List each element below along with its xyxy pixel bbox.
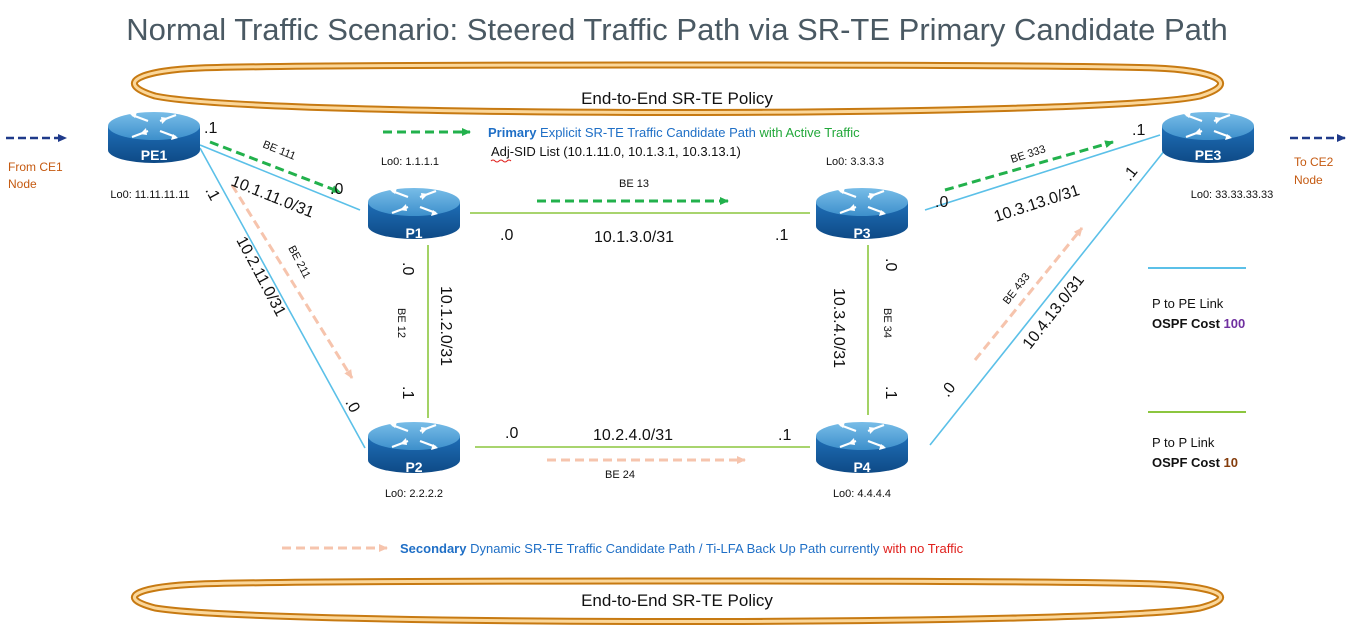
router-p1-loopback: Lo0: 1.1.1.1 bbox=[381, 156, 439, 168]
p4-pe3-end-b: .1 bbox=[1120, 163, 1142, 184]
legend-p-cost-value: 10 bbox=[1224, 455, 1238, 470]
legend-p-cost-label: OSPF Cost bbox=[1152, 455, 1224, 470]
link-pe1-p1 bbox=[199, 144, 361, 211]
p3-pe3-end-a: .0 bbox=[935, 194, 948, 211]
policy-label-top: End-to-End SR-TE Policy bbox=[581, 89, 773, 108]
primary-path-arrows bbox=[209, 140, 1114, 205]
router-p3-loopback: Lo0: 3.3.3.3 bbox=[826, 156, 884, 168]
router-p3[interactable]: P3 bbox=[814, 186, 910, 241]
router-pe1[interactable]: PE1 bbox=[106, 110, 202, 165]
link-pe1-p2 bbox=[199, 147, 366, 449]
secondary-arrow-pe1-p2 bbox=[230, 184, 354, 379]
adj-sid-list: Adj-SID List (10.1.11.0, 10.1.3.1, 10.3.… bbox=[491, 144, 741, 159]
legend-pe-link-label: P to PE Link bbox=[1152, 296, 1224, 311]
p1-p2-subnet: 10.1.2.0/31 bbox=[437, 286, 454, 366]
router-p1[interactable]: P1 bbox=[366, 186, 462, 241]
p3-pe3-end-b: .1 bbox=[1132, 122, 1145, 139]
legend-pe-cost-label: OSPF Cost bbox=[1152, 316, 1224, 331]
page-title: Normal Traffic Scenario: Steered Traffic… bbox=[126, 12, 1228, 47]
p1-p3-subnet: 10.1.3.0/31 bbox=[594, 229, 674, 246]
pe1-p1-end-b: .0 bbox=[330, 181, 343, 198]
primary-caption: Primary Explicit SR-TE Traffic Candidate… bbox=[488, 125, 860, 140]
router-p1-name: P1 bbox=[405, 225, 422, 241]
p3-p4-end-b: .1 bbox=[882, 386, 899, 399]
router-p2-name: P2 bbox=[405, 459, 422, 475]
pe1-p1-end-a: .1 bbox=[204, 120, 217, 137]
p1-p3-end-a: .0 bbox=[500, 227, 513, 244]
secondary-caption-mid: Dynamic SR-TE Traffic Candidate Path / T… bbox=[466, 541, 883, 556]
primary-arrow-p3-pe3 bbox=[944, 140, 1114, 192]
router-pe3-loopback: Lo0: 33.33.33.33 bbox=[1191, 189, 1274, 201]
secondary-arrow-p4-pe3 bbox=[973, 227, 1084, 361]
to-ce2-label-line2: Node bbox=[1294, 173, 1323, 187]
from-ce1-label-line1: From CE1 bbox=[8, 160, 63, 174]
secondary-caption: Secondary Dynamic SR-TE Traffic Candidat… bbox=[400, 541, 964, 556]
primary-caption-tail: with Active Traffic bbox=[758, 125, 860, 140]
p3-p4-bundle: BE 34 bbox=[881, 308, 893, 338]
secondary-caption-bold: Secondary bbox=[400, 541, 467, 556]
to-ce2-label-line1: To CE2 bbox=[1294, 155, 1334, 169]
p1-p3-end-b: .1 bbox=[775, 227, 788, 244]
router-p3-name: P3 bbox=[853, 225, 870, 241]
policy-label-bottom: End-to-End SR-TE Policy bbox=[581, 591, 773, 610]
router-p2[interactable]: P2 bbox=[366, 420, 462, 475]
router-pe1-loopback: Lo0: 11.11.11.11 bbox=[110, 189, 189, 201]
legend-p-link-cost: OSPF Cost 10 bbox=[1152, 455, 1238, 470]
legend-pe-cost-value: 100 bbox=[1224, 316, 1246, 331]
secondary-path-arrows bbox=[230, 184, 1084, 464]
legend: P to PE Link OSPF Cost 100 P to P Link O… bbox=[1148, 267, 1246, 470]
link-p4-pe3 bbox=[929, 149, 1166, 446]
secondary-caption-tail: with no Traffic bbox=[882, 541, 963, 556]
p2-p4-bundle: BE 24 bbox=[605, 469, 635, 481]
pe1-p2-end-a: .1 bbox=[201, 184, 222, 204]
p3-p4-end-a: .0 bbox=[882, 258, 899, 271]
adj-sid-spellcheck-squiggle bbox=[490, 159, 512, 163]
p1-p2-end-b: .1 bbox=[399, 386, 416, 399]
pe1-p2-subnet: 10.2.11.0/31 bbox=[232, 234, 288, 320]
router-pe3[interactable]: PE3 bbox=[1160, 110, 1256, 165]
router-p2-loopback: Lo0: 2.2.2.2 bbox=[385, 488, 443, 500]
p2-p4-end-a: .0 bbox=[505, 425, 518, 442]
p1-p3-bundle: BE 13 bbox=[619, 178, 649, 190]
p4-pe3-end-a: .0 bbox=[938, 379, 960, 400]
p3-pe3-subnet: 10.3.13.0/31 bbox=[992, 182, 1082, 226]
links bbox=[199, 134, 1166, 449]
p1-p2-bundle: BE 12 bbox=[395, 308, 407, 338]
pe1-p2-end-b: .0 bbox=[341, 396, 362, 416]
router-p4[interactable]: P4 bbox=[814, 420, 910, 475]
pe1-p1-bundle: BE 111 bbox=[261, 139, 297, 163]
primary-caption-mid: Explicit SR-TE Traffic Candidate Path bbox=[536, 125, 759, 140]
p2-p4-end-b: .1 bbox=[778, 427, 791, 444]
p4-pe3-subnet: 10.4.13.0/31 bbox=[1020, 272, 1088, 353]
pe1-p1-subnet: 10.1.11.0/31 bbox=[229, 173, 317, 222]
p3-p4-subnet: 10.3.4.0/31 bbox=[830, 288, 847, 368]
router-p4-name: P4 bbox=[853, 459, 870, 475]
p4-pe3-bundle: BE 433 bbox=[1001, 271, 1033, 307]
legend-p-link-label: P to P Link bbox=[1152, 435, 1215, 450]
link-p3-pe3 bbox=[924, 134, 1161, 211]
primary-arrow-pe1-p1 bbox=[209, 140, 341, 194]
p1-p2-end-a: .0 bbox=[399, 262, 416, 275]
router-p4-loopback: Lo0: 4.4.4.4 bbox=[833, 488, 891, 500]
router-pe3-name: PE3 bbox=[1195, 147, 1222, 163]
p2-p4-subnet: 10.2.4.0/31 bbox=[593, 427, 673, 444]
policy-ring-top bbox=[130, 61, 1225, 116]
router-pe1-name: PE1 bbox=[141, 147, 168, 163]
primary-caption-bold: Primary bbox=[488, 125, 537, 140]
legend-pe-link-cost: OSPF Cost 100 bbox=[1152, 316, 1245, 331]
from-ce1-label-line2: Node bbox=[8, 177, 37, 191]
policy-ring-bottom bbox=[130, 577, 1225, 625]
